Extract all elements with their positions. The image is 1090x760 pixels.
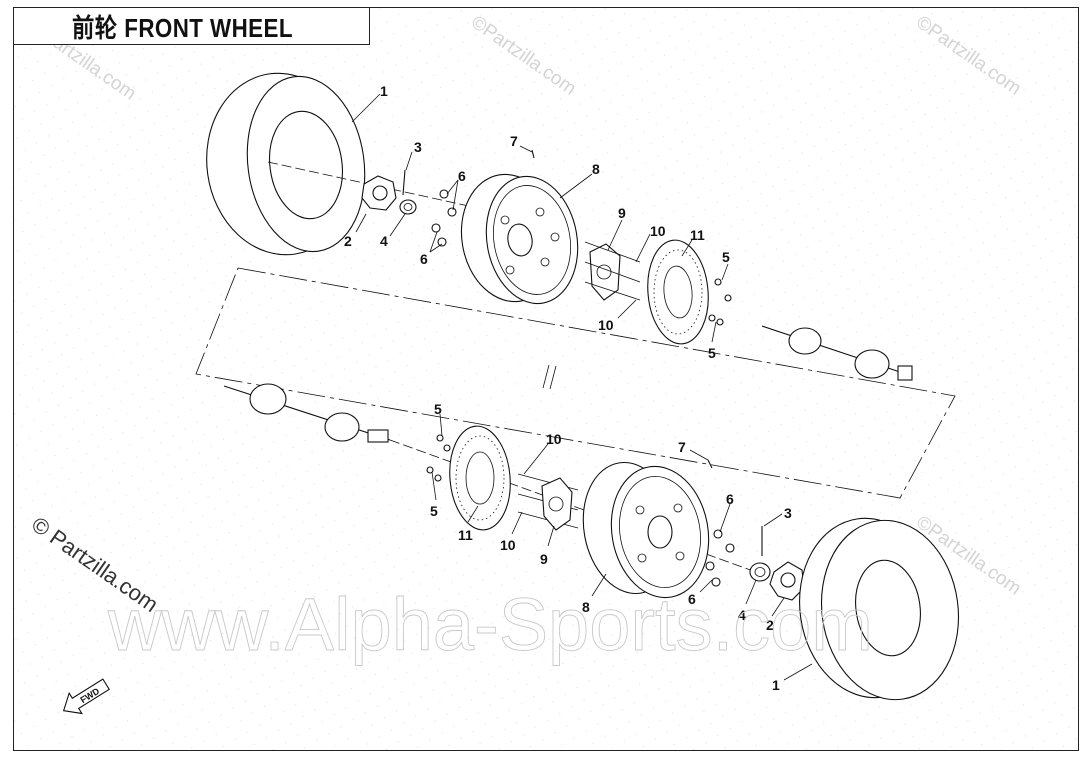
callout-rim-upper: 8 xyxy=(592,161,600,177)
lower-wheel-assembly xyxy=(223,383,960,701)
callout-bolt-lower-top: 5 xyxy=(434,401,442,417)
callout-bolt-lower-bottom: 5 xyxy=(430,503,438,519)
callout-stud-lower-bottom: 10 xyxy=(500,537,516,553)
callout-bolt-upper-top: 5 xyxy=(722,249,730,265)
castle-nut-lower xyxy=(749,562,771,582)
brake-disc-upper xyxy=(647,239,709,345)
callout-cotter-pin-lower: 3 xyxy=(784,505,792,521)
drive-shaft-upper xyxy=(761,325,913,381)
hub-cap-lower xyxy=(769,561,805,601)
callouts: 1 2 3 4 6 6 7 8 9 10 10 11 5 5 5 5 11 xyxy=(344,83,813,693)
callout-valve-lower: 7 xyxy=(678,439,686,455)
callout-disc-lower: 11 xyxy=(458,527,473,543)
wheel-nuts-lower xyxy=(705,529,735,587)
hub-cap-upper xyxy=(361,175,397,211)
callout-stud-lower-top: 10 xyxy=(546,431,562,447)
tire-lower xyxy=(799,517,960,701)
callout-rim-lower: 8 xyxy=(582,599,590,615)
drive-shaft-lower xyxy=(223,383,391,443)
hub-lower xyxy=(541,477,573,531)
callout-hub-cap-upper: 2 xyxy=(344,233,352,249)
title-box: 前轮 FRONT WHEEL xyxy=(13,7,370,45)
axle-centerline-frame xyxy=(195,267,956,499)
watermark-large: www.Alpha-Sports.com xyxy=(107,583,873,666)
callout-stud-upper-bottom: 10 xyxy=(598,317,614,333)
hub-studs-upper xyxy=(584,241,641,301)
wheel-nuts-upper xyxy=(431,189,457,247)
callout-valve-upper: 7 xyxy=(510,133,518,149)
page-title: 前轮 FRONT WHEEL xyxy=(72,8,293,45)
callout-disc-upper: 11 xyxy=(690,227,705,243)
title-en: FRONT WHEEL xyxy=(124,12,293,43)
cotter-pin-upper xyxy=(402,169,406,196)
callout-cotter-pin-upper: 3 xyxy=(414,139,422,155)
break-mark xyxy=(549,365,557,390)
callout-wheel-nut-upper-bottom: 6 xyxy=(420,251,428,267)
callout-hub-lower: 9 xyxy=(540,551,548,567)
callout-castle-nut-upper: 4 xyxy=(380,233,388,249)
callout-wheel-nut-lower-top: 6 xyxy=(726,491,734,507)
rim-lower xyxy=(582,461,710,599)
callout-hub-upper: 9 xyxy=(618,205,626,221)
break-mark xyxy=(542,364,550,389)
tire-upper xyxy=(206,72,366,256)
brake-disc-lower xyxy=(449,425,511,531)
castle-nut-upper xyxy=(399,199,417,215)
valve-lower xyxy=(707,459,713,469)
callout-wheel-nut-upper-top: 6 xyxy=(458,168,466,184)
callout-castle-nut-lower: 4 xyxy=(738,607,746,623)
valve-upper xyxy=(531,149,535,159)
callout-tire-upper: 1 xyxy=(380,83,388,99)
callout-hub-cap-lower: 2 xyxy=(766,617,774,633)
callout-bolt-upper-bottom: 5 xyxy=(708,345,716,361)
callout-wheel-nut-lower-bottom: 6 xyxy=(688,591,696,607)
callout-tire-lower: 1 xyxy=(772,677,780,693)
upper-wheel-assembly xyxy=(206,72,913,381)
rim-upper xyxy=(460,173,579,305)
callout-stud-upper-top: 10 xyxy=(650,223,666,239)
disc-bolts-lower xyxy=(426,434,451,482)
title-cn: 前轮 xyxy=(72,12,118,43)
disc-bolts-upper xyxy=(708,278,732,326)
